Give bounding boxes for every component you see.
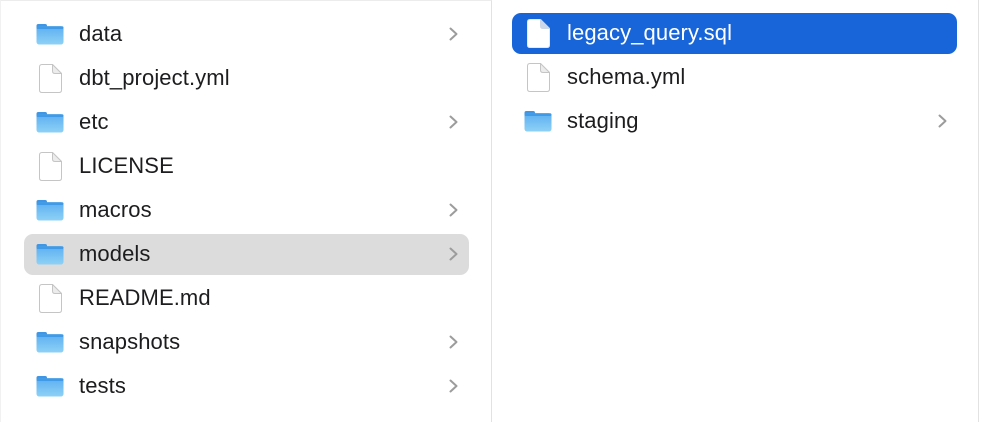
item-label: data bbox=[79, 21, 123, 46]
folder-row-tests[interactable]: tests bbox=[24, 366, 469, 407]
item-icon-slot bbox=[36, 199, 64, 221]
item-label: etc bbox=[79, 109, 109, 134]
chevron-right-icon bbox=[449, 379, 458, 393]
item-label: models bbox=[79, 241, 151, 266]
folder-row-staging[interactable]: staging bbox=[512, 101, 957, 142]
item-icon-slot bbox=[36, 63, 64, 93]
finder-column-right: legacy_query.sql schema.yml bbox=[492, 0, 979, 422]
chevron-right-icon bbox=[449, 203, 458, 217]
item-icon-slot bbox=[36, 331, 64, 353]
item-label: macros bbox=[79, 197, 152, 222]
item-icon-slot bbox=[524, 62, 552, 92]
chevron-right-icon bbox=[449, 27, 458, 41]
file-row-dbt-project-yml[interactable]: dbt_project.yml bbox=[24, 58, 469, 99]
file-icon bbox=[526, 62, 550, 92]
chevron-right-icon bbox=[449, 247, 458, 261]
folder-row-etc[interactable]: etc bbox=[24, 102, 469, 143]
chevron-right-icon bbox=[449, 335, 458, 349]
item-icon-slot bbox=[36, 23, 64, 45]
item-label: snapshots bbox=[79, 329, 181, 354]
item-label: legacy_query.sql bbox=[567, 20, 733, 45]
folder-icon bbox=[36, 331, 64, 352]
item-icon-slot bbox=[36, 375, 64, 397]
chevron-right-icon bbox=[449, 115, 458, 129]
item-label: tests bbox=[79, 373, 126, 398]
folder-icon bbox=[36, 243, 64, 264]
item-label: staging bbox=[567, 108, 639, 133]
folder-icon bbox=[36, 375, 64, 396]
file-row-license[interactable]: LICENSE bbox=[24, 146, 469, 187]
item-icon-slot bbox=[36, 111, 64, 133]
folder-row-snapshots[interactable]: snapshots bbox=[24, 322, 469, 363]
item-icon-slot bbox=[36, 151, 64, 181]
finder-column-left: data dbt_project.yml bbox=[0, 0, 492, 422]
folder-icon bbox=[36, 23, 64, 44]
chevron-right-icon bbox=[938, 114, 947, 128]
item-icon-slot bbox=[524, 110, 552, 132]
folder-row-models[interactable]: models bbox=[24, 233, 469, 275]
item-icon-slot bbox=[36, 243, 64, 265]
folder-row-data[interactable]: data bbox=[24, 14, 469, 55]
file-row-legacy-query-sql[interactable]: legacy_query.sql bbox=[512, 12, 957, 54]
item-label: dbt_project.yml bbox=[79, 65, 230, 90]
file-icon bbox=[526, 18, 550, 48]
file-icon bbox=[38, 283, 62, 313]
file-icon bbox=[38, 151, 62, 181]
file-row-readme-md[interactable]: README.md bbox=[24, 278, 469, 319]
folder-row-macros[interactable]: macros bbox=[24, 190, 469, 231]
folder-icon bbox=[524, 110, 552, 131]
item-icon-slot bbox=[524, 18, 552, 48]
item-icon-slot bbox=[36, 283, 64, 313]
item-label: schema.yml bbox=[567, 64, 686, 89]
folder-icon bbox=[36, 111, 64, 132]
file-row-schema-yml[interactable]: schema.yml bbox=[512, 57, 957, 98]
item-label: README.md bbox=[79, 285, 211, 310]
item-label: LICENSE bbox=[79, 153, 174, 178]
folder-icon bbox=[36, 199, 64, 220]
file-icon bbox=[38, 63, 62, 93]
